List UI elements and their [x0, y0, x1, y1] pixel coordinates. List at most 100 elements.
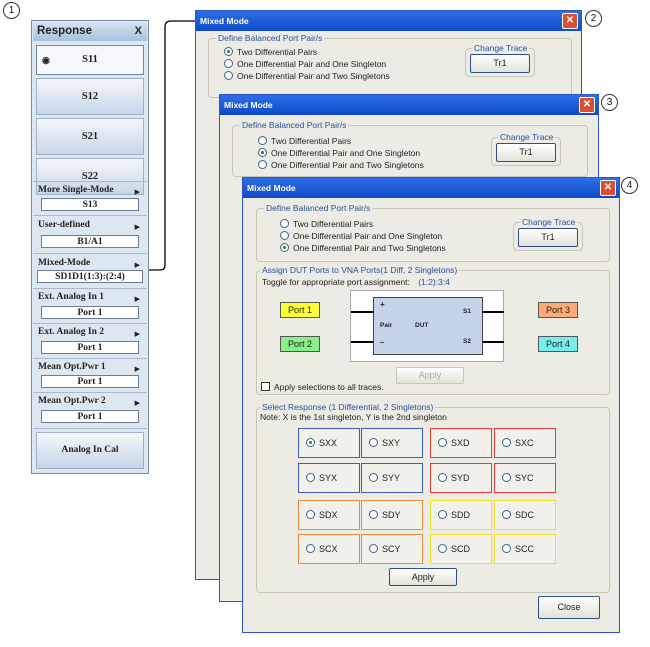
port-1-button[interactable]: Port 1 — [280, 302, 320, 318]
one-diff-one-singleton-radio[interactable]: One Differential Pair and One Singleton — [258, 148, 420, 158]
s21-button[interactable]: S21 — [36, 118, 144, 155]
dut-box: + Pair DUT S1 – S2 — [373, 297, 483, 355]
minus-label: – — [380, 338, 385, 347]
balanced-port-group: Define Balanced Port Pair/s Two Differen… — [232, 120, 588, 177]
radio-icon — [438, 473, 447, 482]
mixed-mode-value[interactable]: SD1D1(1:3):(2:4) — [37, 270, 143, 283]
response-cell-scy[interactable]: SCY — [361, 534, 423, 564]
dut-diagram: + Pair DUT S1 – S2 — [350, 290, 504, 362]
response-panel-title-bar: Response X — [33, 22, 147, 41]
one-diff-two-singletons-radio[interactable]: One Differential Pair and Two Singletons — [258, 160, 424, 170]
cell-label: SYX — [319, 473, 338, 483]
port-4-button[interactable]: Port 4 — [538, 336, 578, 352]
s1-label: S1 — [463, 308, 471, 315]
balanced-port-group-title: Define Balanced Port Pair/s — [240, 120, 349, 130]
two-differential-pairs-radio[interactable]: Two Differential Pairs — [224, 47, 317, 57]
s11-label: S11 — [82, 54, 98, 65]
radio-icon — [258, 136, 267, 145]
radio-icon — [280, 219, 289, 228]
s11-button[interactable]: ◉ S11 — [36, 45, 144, 75]
cell-label: SYC — [515, 473, 534, 483]
more-single-mode-value[interactable]: S13 — [41, 198, 139, 211]
radio-label: One Differential Pair and Two Singletons — [237, 71, 390, 81]
response-cell-sdx[interactable]: SDX — [298, 500, 360, 530]
trace-button[interactable]: Tr1 — [470, 54, 530, 73]
trace-button[interactable]: Tr1 — [518, 228, 578, 247]
close-icon[interactable]: ✕ — [579, 97, 595, 113]
cell-label: SCY — [382, 544, 401, 554]
response-cell-sxc[interactable]: SXC — [494, 428, 556, 458]
radio-icon — [258, 148, 267, 157]
s2-label: S2 — [463, 338, 471, 345]
mean-opt-pwr-2-value[interactable]: Port 1 — [41, 410, 139, 423]
dut-label: DUT — [415, 322, 429, 329]
expand-arrow-icon: ▶ — [134, 296, 140, 303]
two-differential-pairs-radio[interactable]: Two Differential Pairs — [258, 136, 351, 146]
radio-icon — [369, 510, 378, 519]
radio-icon — [438, 544, 447, 553]
apply-to-all-label: Apply selections to all traces. — [274, 382, 384, 392]
dialog-title-bar: Mixed Mode — [243, 178, 619, 198]
close-icon[interactable]: ✕ — [600, 180, 616, 196]
one-diff-two-singletons-radio[interactable]: One Differential Pair and Two Singletons — [224, 71, 390, 81]
plus-label: + — [380, 300, 385, 309]
response-cell-sdd[interactable]: SDD — [430, 500, 492, 530]
close-icon[interactable]: ✕ — [562, 13, 578, 29]
response-cell-sxd[interactable]: SXD — [430, 428, 492, 458]
response-cell-scd[interactable]: SCD — [430, 534, 492, 564]
response-cell-sdc[interactable]: SDC — [494, 500, 556, 530]
response-cell-scc[interactable]: SCC — [494, 534, 556, 564]
radio-icon — [369, 544, 378, 553]
ext-analog-in-1-value[interactable]: Port 1 — [41, 306, 139, 319]
cell-label: SCD — [451, 544, 471, 554]
radio-icon — [438, 438, 447, 447]
change-trace-group: Change Trace Tr1 — [491, 132, 561, 166]
response-cell-sxy[interactable]: SXY — [361, 428, 423, 458]
toggle-hint: Toggle for appropriate port assignment: … — [262, 277, 450, 287]
s12-button[interactable]: S12 — [36, 78, 144, 115]
mean-opt-pwr-1-value[interactable]: Port 1 — [41, 375, 139, 388]
cell-label: SXY — [382, 438, 401, 448]
radio-icon — [224, 71, 233, 80]
port-assignment-value: (1:2):3:4 — [418, 277, 450, 287]
dialog-title: Mixed Mode — [247, 183, 296, 193]
response-cell-syy[interactable]: SYY — [361, 463, 423, 493]
port-3-button[interactable]: Port 3 — [538, 302, 578, 318]
cell-label: SYD — [451, 473, 470, 483]
one-diff-two-singletons-radio[interactable]: One Differential Pair and Two Singletons — [280, 243, 446, 253]
response-cell-sdy[interactable]: SDY — [361, 500, 423, 530]
ext-analog-in-2-value[interactable]: Port 1 — [41, 341, 139, 354]
response-cell-syc[interactable]: SYC — [494, 463, 556, 493]
callout-leader-line — [145, 20, 195, 271]
close-button[interactable]: Close — [538, 596, 600, 619]
port-2-button[interactable]: Port 2 — [280, 336, 320, 352]
user-defined-value[interactable]: B1/A1 — [41, 235, 139, 248]
one-diff-one-singleton-radio[interactable]: One Differential Pair and One Singleton — [224, 59, 386, 69]
radio-icon — [438, 510, 447, 519]
two-differential-pairs-radio[interactable]: Two Differential Pairs — [280, 219, 373, 229]
expand-arrow-icon: ▶ — [134, 224, 140, 231]
expand-arrow-icon: ▶ — [134, 331, 140, 338]
response-cell-scx[interactable]: SCX — [298, 534, 360, 564]
apply-to-all-traces-checkbox[interactable]: Apply selections to all traces. — [261, 382, 384, 392]
callout-1: 1 — [3, 2, 20, 19]
radio-icon — [502, 473, 511, 482]
response-cell-syd[interactable]: SYD — [430, 463, 492, 493]
one-diff-one-singleton-radio[interactable]: One Differential Pair and One Singleton — [280, 231, 442, 241]
analog-in-cal-button[interactable]: Analog In Cal — [36, 432, 144, 469]
balanced-port-group: Define Balanced Port Pair/s Two Differen… — [208, 33, 572, 98]
response-cell-syx[interactable]: SYX — [298, 463, 360, 493]
trace-button[interactable]: Tr1 — [496, 143, 556, 162]
expand-arrow-icon: ▶ — [134, 189, 140, 196]
assign-apply-button[interactable]: Apply — [396, 367, 464, 384]
response-panel-close-button[interactable]: X — [134, 25, 142, 37]
radio-icon — [306, 544, 315, 553]
connector-line — [482, 341, 504, 343]
divider — [33, 253, 147, 254]
s22-button[interactable]: S22 — [36, 158, 144, 195]
select-response-apply-button[interactable]: Apply — [389, 568, 457, 586]
more-single-mode-label: More Single-Mode — [38, 185, 114, 195]
response-cell-sxx[interactable]: SXX — [298, 428, 360, 458]
radio-icon — [369, 438, 378, 447]
cell-label: SYY — [382, 473, 401, 483]
